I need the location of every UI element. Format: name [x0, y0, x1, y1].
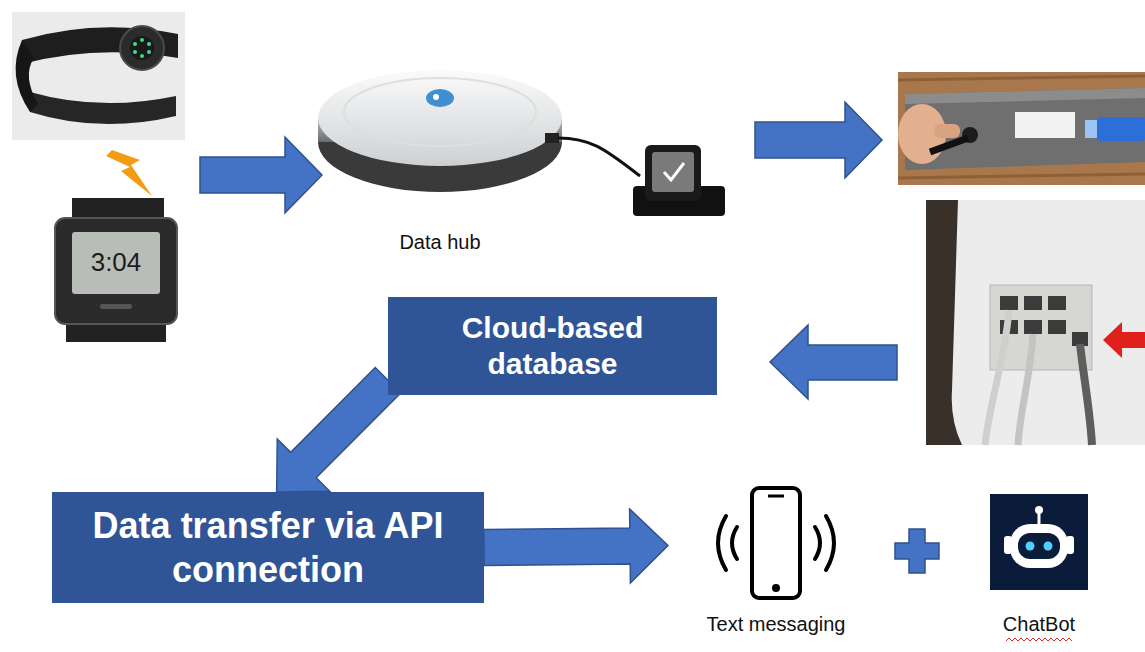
icon-ground	[990, 494, 1088, 590]
sensor	[130, 36, 154, 60]
check-mark	[664, 163, 684, 180]
router-photo	[898, 72, 1145, 185]
cable	[1080, 344, 1092, 445]
router-body	[905, 88, 1145, 170]
watch-time: 3:04	[91, 247, 142, 278]
strap	[30, 92, 176, 124]
port	[1048, 320, 1066, 334]
watch-screen	[72, 232, 160, 294]
hub-logo	[433, 94, 439, 100]
hub-top	[318, 70, 562, 166]
box-label: Cloud-based database	[413, 310, 693, 382]
led	[140, 54, 144, 58]
led	[147, 50, 151, 54]
phone-button	[772, 584, 780, 592]
flow-arrow	[200, 137, 322, 213]
hub-logo	[426, 89, 454, 107]
flow-arrow	[770, 325, 897, 399]
wood-grain	[898, 76, 1145, 178]
icon-node: Data hub	[320, 60, 560, 254]
spellcheck-underline	[1006, 638, 1072, 641]
strap	[16, 40, 38, 112]
lightning-symbol	[106, 150, 152, 196]
usb-plug	[545, 133, 559, 143]
sticker	[1015, 112, 1075, 138]
signal-wave	[815, 527, 820, 559]
photo-ground	[926, 200, 1145, 445]
phone-speaker	[768, 495, 784, 498]
cable	[1018, 334, 1033, 445]
signal-wave	[826, 516, 834, 570]
ethernet-plug	[1085, 120, 1099, 138]
caption-text: Text messaging	[707, 612, 846, 636]
signal-wave	[718, 516, 726, 570]
led	[133, 42, 137, 46]
screen-reading-box: 3:04	[72, 232, 160, 294]
process-box: Cloud-based database	[388, 297, 717, 395]
plus-symbol	[895, 529, 939, 573]
icon-node: ChatBot	[985, 490, 1093, 636]
port	[1024, 296, 1042, 310]
phone-body	[752, 488, 800, 598]
dock-device	[645, 145, 701, 201]
caption-text: ChatBot	[1003, 612, 1075, 636]
watch-logo	[100, 304, 132, 309]
box-label: Data transfer via API connection	[68, 504, 468, 590]
led	[140, 38, 144, 42]
ethernet-cable	[1097, 117, 1145, 141]
hub-device	[318, 70, 640, 192]
phone-icon	[718, 488, 834, 598]
watch-body	[55, 218, 177, 324]
power-cable	[930, 138, 968, 152]
usb-cable	[558, 138, 640, 176]
modem-photo	[926, 200, 1145, 445]
modem-body	[952, 200, 1145, 445]
sensor	[120, 26, 164, 70]
robot-eye	[1026, 542, 1035, 551]
cable	[985, 310, 1009, 445]
robot-face	[1018, 533, 1060, 559]
antenna	[1035, 506, 1043, 514]
hub-ring	[344, 78, 536, 146]
led	[147, 42, 151, 46]
photo-ground	[898, 72, 1145, 185]
finger	[934, 124, 960, 138]
caption-text: Data hub	[399, 230, 480, 254]
flow-arrow	[484, 509, 668, 583]
port	[1024, 320, 1042, 334]
dock-screen	[652, 152, 694, 192]
port	[1000, 296, 1018, 310]
port	[1048, 296, 1066, 310]
pointer-arrow	[1103, 322, 1145, 358]
icon-node: Text messaging	[668, 480, 884, 636]
armband-photo	[12, 12, 185, 140]
signal-wave	[732, 527, 737, 559]
flow-arrow	[277, 368, 401, 492]
flow-arrow	[755, 102, 882, 178]
router-top	[905, 88, 1145, 104]
led	[133, 50, 137, 54]
process-box: Data transfer via API connection	[52, 492, 484, 603]
photo-ground	[12, 12, 185, 140]
watch-photo	[55, 198, 177, 342]
robot-head	[1010, 524, 1068, 568]
port	[1072, 332, 1088, 346]
robot-eye	[1044, 542, 1053, 551]
dock-device	[633, 145, 725, 216]
chatbot-icon	[990, 494, 1088, 590]
